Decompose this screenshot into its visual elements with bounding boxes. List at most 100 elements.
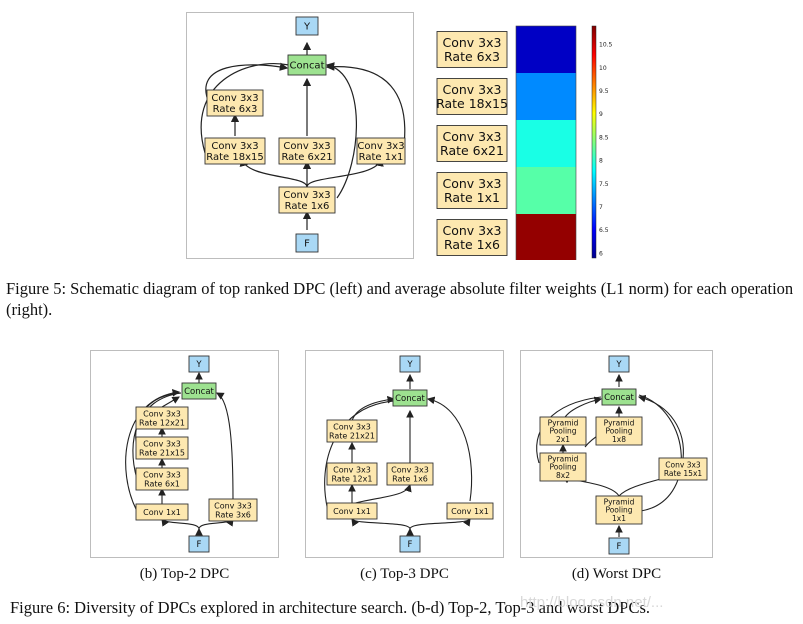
b-node-conv-1x1-box <box>135 503 189 521</box>
d-node-pool-1x1-label: Pooling <box>605 506 632 515</box>
colorbar-tick-label: 6.5 <box>599 227 609 234</box>
node-conv-6x3-label: Conv 3x3 <box>211 93 258 104</box>
b-node-conv-12x21-label: Rate 12x21 <box>139 418 185 427</box>
colorbar-tick-label: 8 <box>599 158 603 165</box>
node-conv-6x3-box <box>206 89 264 117</box>
c-node-f-label: F <box>408 540 413 550</box>
c-node-conv-1x1-a-label: Conv 1x1 <box>333 507 371 516</box>
d-node-pool-1x1-box <box>595 495 643 525</box>
b-node-conv-21x15-box <box>135 436 189 460</box>
c-node-concat-box <box>392 389 428 407</box>
b-node-conv-1x1-label: Conv 1x1 <box>143 508 181 517</box>
b-node-f-box <box>188 535 210 553</box>
c-node-conv-12x1-label: Rate 12x1 <box>332 474 373 483</box>
colorbar-tick-label: 10 <box>599 65 607 72</box>
fig6d-diagram: YConcatPyramidPooling2x1PyramidPooling1x… <box>536 355 708 555</box>
node-y-box <box>295 16 319 36</box>
d-node-pool-1x1-label: 1x1 <box>612 514 626 523</box>
watermark: http://blog.csdn.net/... <box>520 594 664 611</box>
b-node-concat-box <box>181 382 217 400</box>
node-conv-6x21-box <box>278 137 336 165</box>
node-f-label: F <box>304 239 310 250</box>
c-node-conv-21x21-box <box>326 419 378 443</box>
d-node-pool-1x8-label: Pyramid <box>604 418 635 427</box>
d-node-pool-1x8-box <box>595 416 643 446</box>
d-node-pool-2x1-label: Pyramid <box>548 418 579 427</box>
d-node-concat-label: Concat <box>604 393 634 403</box>
node-concat: Concat <box>287 54 327 76</box>
b-node-conv-3x6-box <box>208 498 258 522</box>
d-node-pool-8x2-label: Pooling <box>549 463 576 472</box>
colorbar-tick-label: 6 <box>599 250 603 257</box>
figure5-caption: Figure 5: Schematic diagram of top ranke… <box>6 278 801 320</box>
b-node-conv-3x6-label: Rate 3x6 <box>215 510 251 519</box>
c-node-conv-1x1-a-box <box>326 502 378 520</box>
c-node-f: F <box>399 535 421 553</box>
c-node-conv-1x1-b: Conv 1x1 <box>446 502 494 520</box>
c-node-conv-21x21-label: Conv 3x3 <box>333 422 371 431</box>
c-node-conv-1x1-a: Conv 1x1 <box>326 502 378 520</box>
d-node-pool-1x8-label: 1x8 <box>612 435 626 444</box>
colorbar-tick-label: 9 <box>599 111 603 118</box>
b-node-concat-label: Concat <box>184 387 214 397</box>
d-node-y-box <box>608 355 630 373</box>
d-node-f-box <box>608 537 630 555</box>
node-conv-18x15-box <box>204 137 266 165</box>
node-conv-1x6-label: Conv 3x3 <box>283 190 330 201</box>
c-node-y: Y <box>399 355 421 373</box>
weight-cell-3 <box>516 167 576 214</box>
d-node-concat: Concat <box>601 388 637 406</box>
weight-label-3-label: Rate 1x1 <box>444 190 500 205</box>
c-node-conv-1x1-b-box <box>446 502 494 520</box>
d-node-conv-15x1-label: Rate 15x1 <box>664 469 703 478</box>
c-node-conv-1x6-box <box>386 462 434 486</box>
d-node-pool-8x2-label: 8x2 <box>556 471 570 480</box>
c-node-conv-1x6-label: Rate 1x6 <box>392 474 428 483</box>
d-node-conv-15x1-label: Conv 3x3 <box>665 461 701 470</box>
d-node-pool-2x1-label: Pooling <box>549 427 576 436</box>
node-f: F <box>295 233 319 253</box>
fig6d-caption: (d) Worst DPC <box>571 566 662 582</box>
colorbar <box>591 25 597 259</box>
weight-label-3-box <box>436 172 508 209</box>
node-f-box <box>295 233 319 253</box>
node-conv-1x1-label: Conv 3x3 <box>357 141 404 152</box>
weight-label-4-box <box>436 219 508 256</box>
figure6-caption: Figure 6: Diversity of DPCs explored in … <box>10 597 800 618</box>
c-node-y-label: Y <box>406 360 413 370</box>
fig6c-caption: (c) Top-3 DPC <box>360 566 449 582</box>
colorbar-tick-label: 7.5 <box>599 181 609 188</box>
weight-label-4-label: Rate 1x6 <box>444 237 500 252</box>
b-node-y: Y <box>188 355 210 373</box>
weight-cell-0 <box>516 26 576 73</box>
d-node-f-label: F <box>617 542 622 552</box>
colorbar-tick-label: 8.5 <box>599 134 609 141</box>
b-node-concat: Concat <box>181 382 217 400</box>
node-y-label: Y <box>303 22 311 33</box>
node-conv-6x21-label: Rate 6x21 <box>281 152 332 163</box>
node-conv-18x15-label: Conv 3x3 <box>211 141 258 152</box>
b-node-y-box <box>188 355 210 373</box>
weight-label-2-box <box>436 125 508 162</box>
weight-label-0-box <box>436 31 508 68</box>
b-node-f-label: F <box>197 540 202 550</box>
weight-cell-4 <box>516 214 576 261</box>
d-node-pool-1x8-label: Pooling <box>605 427 632 436</box>
d-node-f: F <box>608 537 630 555</box>
b-node-conv-21x15-label: Rate 21x15 <box>139 448 185 457</box>
